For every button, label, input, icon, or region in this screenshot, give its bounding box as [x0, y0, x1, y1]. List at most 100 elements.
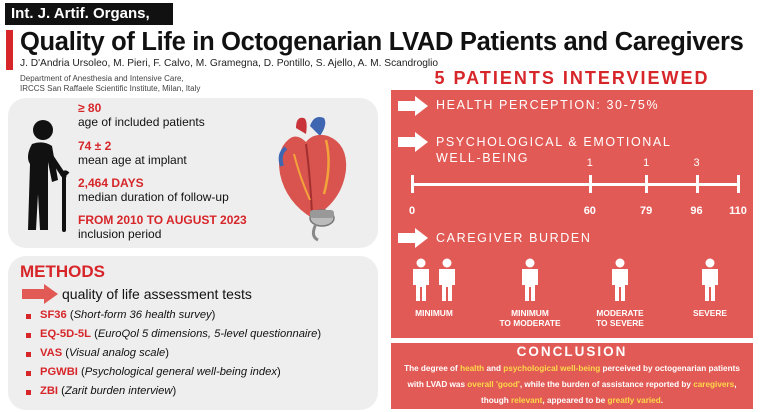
test-abbr: VAS [40, 347, 63, 359]
test-abbr: SF36 [40, 309, 67, 321]
heart-lvad-illustration [278, 117, 347, 242]
scale-line [412, 183, 738, 186]
conclusion-highlight: caregivers [693, 380, 735, 389]
page-title: Quality of Life in Octogenarian LVAD Pat… [20, 28, 744, 56]
bullet [26, 371, 31, 376]
person-icons [398, 258, 470, 302]
scale-tick-mark [411, 175, 414, 193]
list-item: SF36 (Short-form 36 health survey) [26, 309, 366, 328]
caregiver-burden-groups: MINIMUM MINIMUM TO MODERATE MODERATE TO … [398, 258, 746, 334]
stat-follow-up: 2,464 DAYS median duration of follow-up [78, 176, 229, 204]
caregiver-label: MINIMUM [398, 308, 470, 318]
caregiver-label: MINIMUM TO MODERATE [494, 308, 566, 328]
methods-subtitle: quality of life assessment tests [62, 286, 252, 302]
test-abbr: PGWBI [40, 366, 78, 378]
methods-list: SF36 (Short-form 36 health survey) EQ-5D… [26, 309, 366, 404]
conclusion-text-part: , though [480, 380, 737, 405]
health-perception: HEALTH PERCEPTION: 30-75% [436, 98, 660, 112]
scale-tick-label: 0 [408, 205, 416, 217]
scale-tick-mark [588, 175, 592, 193]
patients-interviewed-heading: 5 PATIENTS INTERVIEWED [434, 68, 710, 88]
stat-value: FROM 2010 TO AUGUST 2023 [78, 213, 247, 227]
title-accent-bar [6, 30, 13, 70]
conclusion-highlight: psychological well-being [503, 364, 601, 373]
elderly-person-icon [28, 120, 70, 232]
psych-heading-line-1: PSYCHOLOGICAL & EMOTIONAL [436, 135, 672, 149]
right-arrow-icon [398, 132, 428, 152]
person-icon [522, 258, 538, 301]
caregiver-label-line-1: SEVERE [693, 308, 727, 318]
caregiver-label-line-1: MINIMUM [415, 308, 453, 318]
scale-tick-label: 110 [729, 205, 747, 217]
scale-tick-label: 79 [640, 205, 653, 217]
test-desc: Short-form 36 health survey [73, 309, 212, 321]
test-desc: Psychological general well-being index [84, 366, 277, 378]
scale-tick-mark [645, 175, 649, 193]
affiliation: Department of Anesthesia and Intensive C… [20, 74, 200, 94]
person-icons [674, 258, 746, 302]
stat-age-included: ≥ 80 age of included patients [78, 101, 205, 129]
stat-label: age of included patients [78, 115, 205, 129]
stat-label: median duration of follow-up [78, 190, 229, 204]
scale-tick-mark [737, 175, 740, 193]
caregiver-group-severe: SEVERE [674, 258, 746, 318]
test-desc: Visual analog scale [69, 347, 166, 359]
test-abbr: ZBI [40, 385, 59, 397]
person-icon [439, 258, 456, 301]
stat-label: mean age at implant [78, 153, 187, 167]
scale-tick-label: 96 [690, 205, 703, 217]
caregiver-label-line-1: MODERATE [596, 308, 644, 318]
conclusion-highlight: overall 'good' [467, 380, 520, 389]
psych-heading-line-2: WELL-BEING [436, 151, 530, 165]
conclusion-text-part: The degree of [404, 364, 461, 373]
conclusion-text-part: . [660, 396, 663, 405]
bullet [26, 333, 31, 338]
conclusion-text: The degree of health and psychological w… [398, 361, 746, 409]
caregiver-group-moderate-to-severe: MODERATE TO SEVERE [584, 258, 656, 328]
conclusion-title: CONCLUSION [516, 344, 628, 359]
authors: J. D'Andria Ursoleo, M. Pieri, F. Calvo,… [20, 58, 439, 69]
bullet [26, 390, 31, 395]
caregiver-group-minimum: MINIMUM [398, 258, 470, 318]
affiliation-line-1: Department of Anesthesia and Intensive C… [20, 74, 184, 83]
person-icons [584, 258, 656, 302]
conclusion-text-part: and [484, 364, 504, 373]
caregiver-group-minimum-to-moderate: MINIMUM TO MODERATE [494, 258, 566, 328]
list-item: VAS (Visual analog scale) [26, 347, 366, 366]
test-abbr: EQ-5D-5L [40, 328, 91, 340]
caregiver-label: SEVERE [674, 308, 746, 318]
person-icon [412, 258, 429, 301]
stat-mean-age: 74 ± 2 mean age at implant [78, 139, 187, 167]
list-item: ZBI (Zarit burden interview) [26, 385, 366, 404]
person-icon [702, 258, 718, 301]
right-arrow-icon [22, 284, 58, 304]
person-icon [612, 258, 628, 301]
stat-value: 2,464 DAYS [78, 176, 144, 190]
conclusion-panel [391, 343, 753, 409]
conclusion-text-part: , while the burden of assistance reporte… [519, 380, 694, 389]
conclusion-text-part: perceived by octogenarian patients with … [407, 364, 740, 389]
stat-label: inclusion period [78, 227, 162, 241]
test-desc: Zarit burden interview [64, 385, 173, 397]
caregiver-label-line-1: MINIMUM [511, 308, 549, 318]
person-icons [494, 258, 566, 302]
conclusion-highlight: relevant [511, 396, 543, 405]
caregiver-label-line-2: TO MODERATE [499, 318, 561, 328]
methods-panel [8, 256, 378, 410]
scale-tick-label: 60 [583, 205, 596, 217]
caregiver-label-line-2: TO SEVERE [596, 318, 644, 328]
conclusion-highlight: greatly varied [607, 396, 661, 405]
scale-count-label: 1 [586, 157, 593, 169]
bullet [26, 352, 31, 357]
stat-value: ≥ 80 [78, 101, 102, 115]
test-desc: EuroQol 5 dimensions, 5-level questionna… [97, 328, 318, 340]
stat-inclusion-period: FROM 2010 TO AUGUST 2023 inclusion perio… [78, 213, 247, 241]
right-arrow-icon [398, 96, 428, 116]
affiliation-line-2: IRCCS San Raffaele Scientific Institute,… [20, 84, 201, 93]
list-item: EQ-5D-5L (EuroQol 5 dimensions, 5-level … [26, 328, 366, 347]
caregiver-burden-heading: CAREGIVER BURDEN [436, 231, 592, 245]
scale-count-label: 3 [693, 157, 700, 169]
journal-badge: Int. J. Artif. Organs, 2024 [5, 3, 173, 44]
scale-tick-mark [695, 175, 699, 193]
